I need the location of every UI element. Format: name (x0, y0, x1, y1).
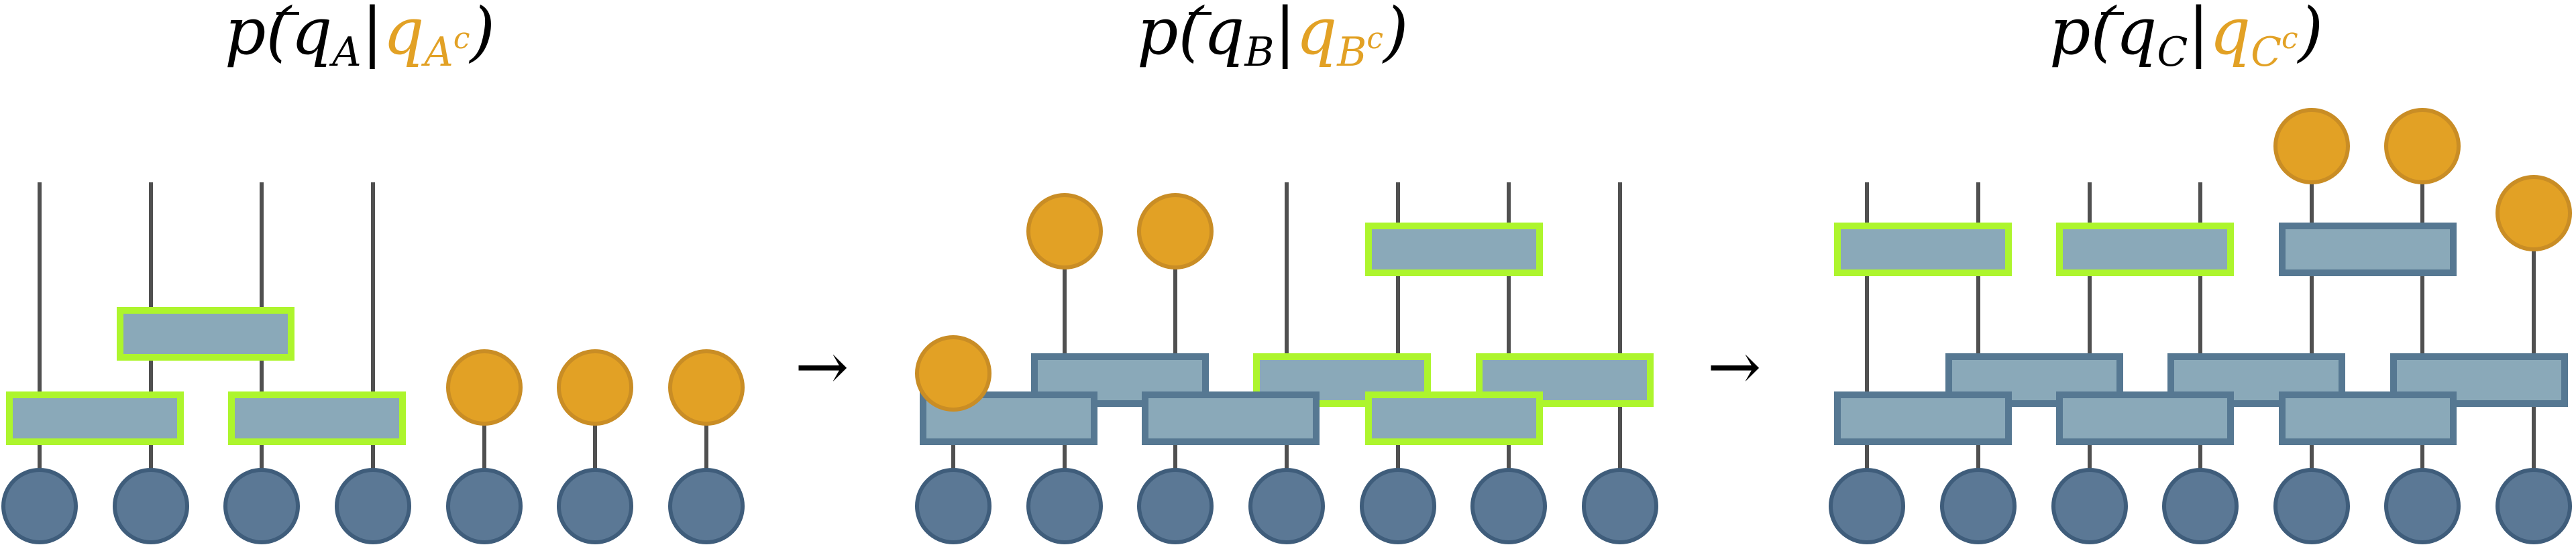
conditioned-qubit (2384, 108, 2461, 184)
qubit (2273, 468, 2350, 544)
qubit (1137, 468, 1214, 544)
label-sup2: c (2282, 21, 2298, 56)
label-a: p(qA|qAc) (225, 0, 495, 76)
qubit (113, 468, 189, 544)
label-sup2: c (1366, 21, 1383, 56)
conditioned-qubit (1026, 193, 1103, 269)
qubit (1026, 468, 1103, 544)
label-q: q (291, 0, 332, 69)
qubit (2162, 468, 2239, 544)
gate (2279, 223, 2457, 276)
label-q2: q (2210, 0, 2251, 69)
conditioned-qubit (557, 349, 633, 426)
conditioned-qubit (915, 335, 991, 412)
label-b: p(qB|qBc) (1137, 0, 1408, 76)
label-p: p( (2049, 0, 2117, 69)
qubit (668, 468, 745, 544)
gate-highlighted (1365, 391, 1543, 445)
label-sub: A (329, 29, 361, 76)
qubit (335, 468, 411, 544)
label-sub: B (1244, 29, 1274, 76)
svg-text:p(qA|qAc): p(qA|qAc) (225, 0, 495, 76)
gate-highlighted (117, 307, 294, 361)
panel-a (1, 182, 745, 544)
label-q: q (1203, 0, 1244, 69)
conditioned-qubit (2273, 108, 2350, 184)
qubit (1582, 468, 1658, 544)
qubit (1360, 468, 1436, 544)
label-sup2: c (453, 21, 470, 56)
arrow-right-icon: → (795, 329, 849, 404)
arrow-right-icon: → (1707, 329, 1761, 404)
svg-text:p(qC|qCc): p(qC|qCc) (2049, 0, 2323, 76)
label-sub: C (2157, 29, 2188, 76)
label-close: ) (2297, 0, 2323, 69)
qubit (915, 468, 991, 544)
qubit (1940, 468, 2017, 544)
gate (2279, 391, 2457, 445)
qubit (446, 468, 523, 544)
gate-highlighted (2056, 223, 2234, 276)
conditioned-qubit (446, 349, 523, 426)
label-sub2: B (1336, 29, 1366, 76)
label-sep: | (362, 0, 383, 69)
label-c: p(qC|qCc) (2049, 0, 2323, 76)
svg-text:p(qB|qBc): p(qB|qBc) (1137, 0, 1408, 76)
label-close: ) (1382, 0, 1408, 69)
label-sub2: C (2251, 29, 2282, 76)
qubit (557, 468, 633, 544)
conditioned-qubit (2496, 175, 2572, 251)
conditioned-qubit (1137, 193, 1214, 269)
label-sep: | (1274, 0, 1295, 69)
label-q2: q (1296, 0, 1337, 69)
qubit (2051, 468, 2128, 544)
qubit (1829, 468, 1905, 544)
gate-highlighted (228, 391, 406, 445)
panel-c (1829, 108, 2572, 544)
label-sub2: A (421, 29, 453, 76)
panel-b (915, 182, 1658, 544)
label-p: p( (225, 0, 292, 69)
label-p: p( (1137, 0, 1205, 69)
qubit (1248, 468, 1325, 544)
gate (1142, 391, 1320, 445)
label-close: ) (469, 0, 495, 69)
gate-highlighted (1834, 223, 2012, 276)
gate-highlighted (1365, 223, 1543, 276)
label-sep: | (2188, 0, 2209, 69)
label-q: q (2116, 0, 2157, 69)
gate (2056, 391, 2234, 445)
qubit (1470, 468, 1547, 544)
conditioned-qubit (668, 349, 745, 426)
qubit (2496, 468, 2572, 544)
label-q2: q (383, 0, 424, 69)
qubit (2384, 468, 2461, 544)
qubit (1, 468, 78, 544)
qubit (223, 468, 300, 544)
gate (1834, 391, 2012, 445)
gate-highlighted (6, 391, 184, 445)
